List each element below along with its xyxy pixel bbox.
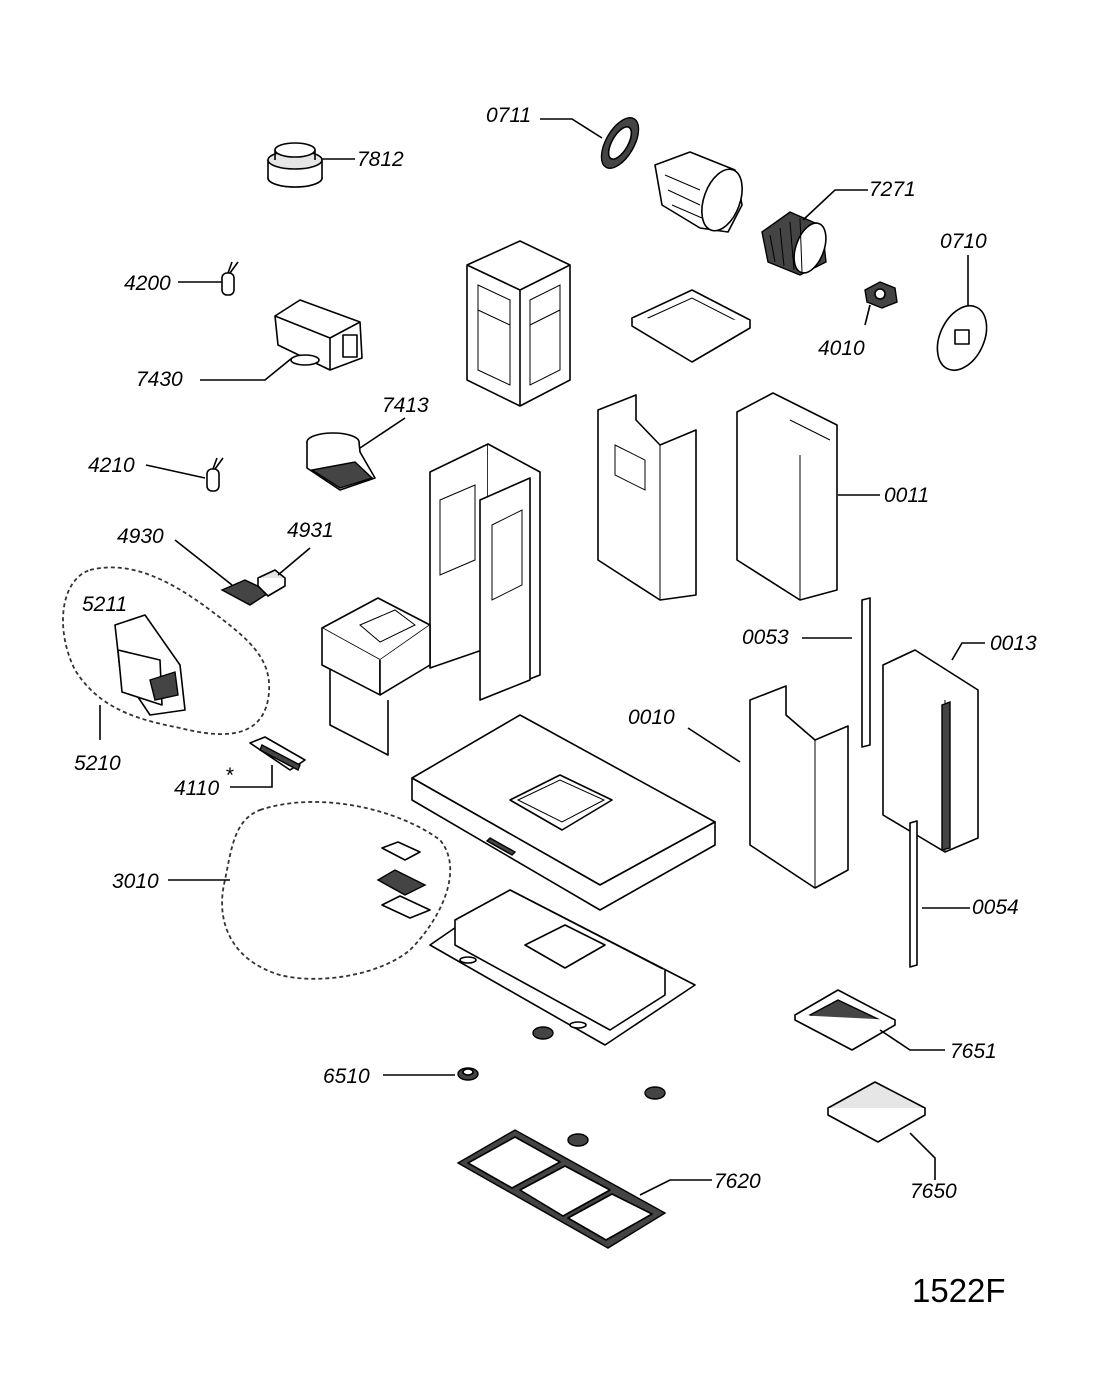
part-blower-housing[interactable] bbox=[654, 151, 750, 236]
part-7271-fan-wheel[interactable] bbox=[761, 211, 832, 277]
part-7651-filter[interactable] bbox=[794, 989, 896, 1051]
leader-lines bbox=[99, 118, 985, 1196]
label-5211: 5211 bbox=[82, 593, 127, 616]
part-7430-diverter[interactable] bbox=[274, 299, 363, 371]
label-4110-asterisk: * bbox=[225, 764, 234, 787]
part-0010-lower-chimney-front[interactable] bbox=[749, 685, 849, 889]
part-inner-hood-pan[interactable] bbox=[429, 889, 696, 1046]
part-7620-grease-filters[interactable] bbox=[456, 1129, 667, 1249]
label-4930: 4930 bbox=[117, 525, 164, 548]
part-7413-adapter[interactable] bbox=[306, 432, 376, 491]
label-6510: 6510 bbox=[323, 1065, 370, 1088]
part-motor-mount[interactable] bbox=[321, 597, 431, 756]
label-4210: 4210 bbox=[88, 454, 135, 477]
part-3010-controls[interactable] bbox=[376, 841, 431, 919]
part-6510-knob[interactable] bbox=[457, 1067, 479, 1081]
part-0011-upper-chimney[interactable] bbox=[597, 392, 838, 601]
label-7430: 7430 bbox=[136, 368, 183, 391]
label-0053: 0053 bbox=[742, 626, 789, 649]
part-labels: 0711 7812 7271 0710 4200 4010 7430 7413 … bbox=[74, 104, 1037, 1203]
label-7620: 7620 bbox=[714, 1170, 761, 1193]
diagram-code: 1522F bbox=[912, 1272, 1006, 1309]
part-7650-charcoal-filter[interactable] bbox=[827, 1081, 926, 1143]
zone-3010 bbox=[221, 801, 451, 980]
part-inner-chimney-panels[interactable] bbox=[429, 443, 541, 701]
part-4200-capacitor[interactable] bbox=[221, 261, 239, 296]
label-3010: 3010 bbox=[112, 870, 159, 893]
part-top-bracket[interactable] bbox=[631, 289, 751, 363]
label-7650: 7650 bbox=[910, 1180, 957, 1203]
label-0013: 0013 bbox=[990, 632, 1037, 655]
label-0011: 0011 bbox=[884, 484, 929, 507]
part-chimney-frame[interactable] bbox=[466, 240, 571, 407]
part-0013-lower-chimney-back[interactable] bbox=[882, 649, 979, 853]
part-4110-light[interactable] bbox=[249, 736, 306, 771]
label-7651: 7651 bbox=[950, 1040, 997, 1063]
part-0711-grille[interactable] bbox=[594, 112, 646, 174]
part-0053-strip[interactable] bbox=[861, 597, 871, 748]
part-0054-strip[interactable] bbox=[909, 820, 918, 968]
label-4200: 4200 bbox=[124, 272, 171, 295]
label-0710: 0710 bbox=[940, 230, 987, 253]
label-0711: 0711 bbox=[486, 104, 531, 127]
label-4010: 4010 bbox=[818, 337, 865, 360]
label-4931: 4931 bbox=[287, 519, 334, 542]
part-7812-duct-connector[interactable] bbox=[267, 142, 323, 188]
zone-5210 bbox=[62, 566, 270, 735]
part-0710-plate[interactable] bbox=[928, 298, 997, 378]
label-0010: 0010 bbox=[628, 706, 675, 729]
part-5211-circuit-board[interactable] bbox=[114, 614, 186, 716]
part-hood-canopy[interactable] bbox=[411, 714, 716, 911]
label-0054: 0054 bbox=[972, 896, 1019, 919]
label-7413: 7413 bbox=[382, 394, 429, 417]
label-7812: 7812 bbox=[357, 148, 404, 171]
part-knobs[interactable] bbox=[532, 1026, 666, 1147]
label-5210: 5210 bbox=[74, 752, 121, 775]
part-4010-motor[interactable] bbox=[864, 281, 898, 309]
label-4110: 4110 bbox=[174, 777, 219, 800]
part-4210-capacitor[interactable] bbox=[206, 457, 224, 492]
label-7271: 7271 bbox=[869, 178, 916, 201]
